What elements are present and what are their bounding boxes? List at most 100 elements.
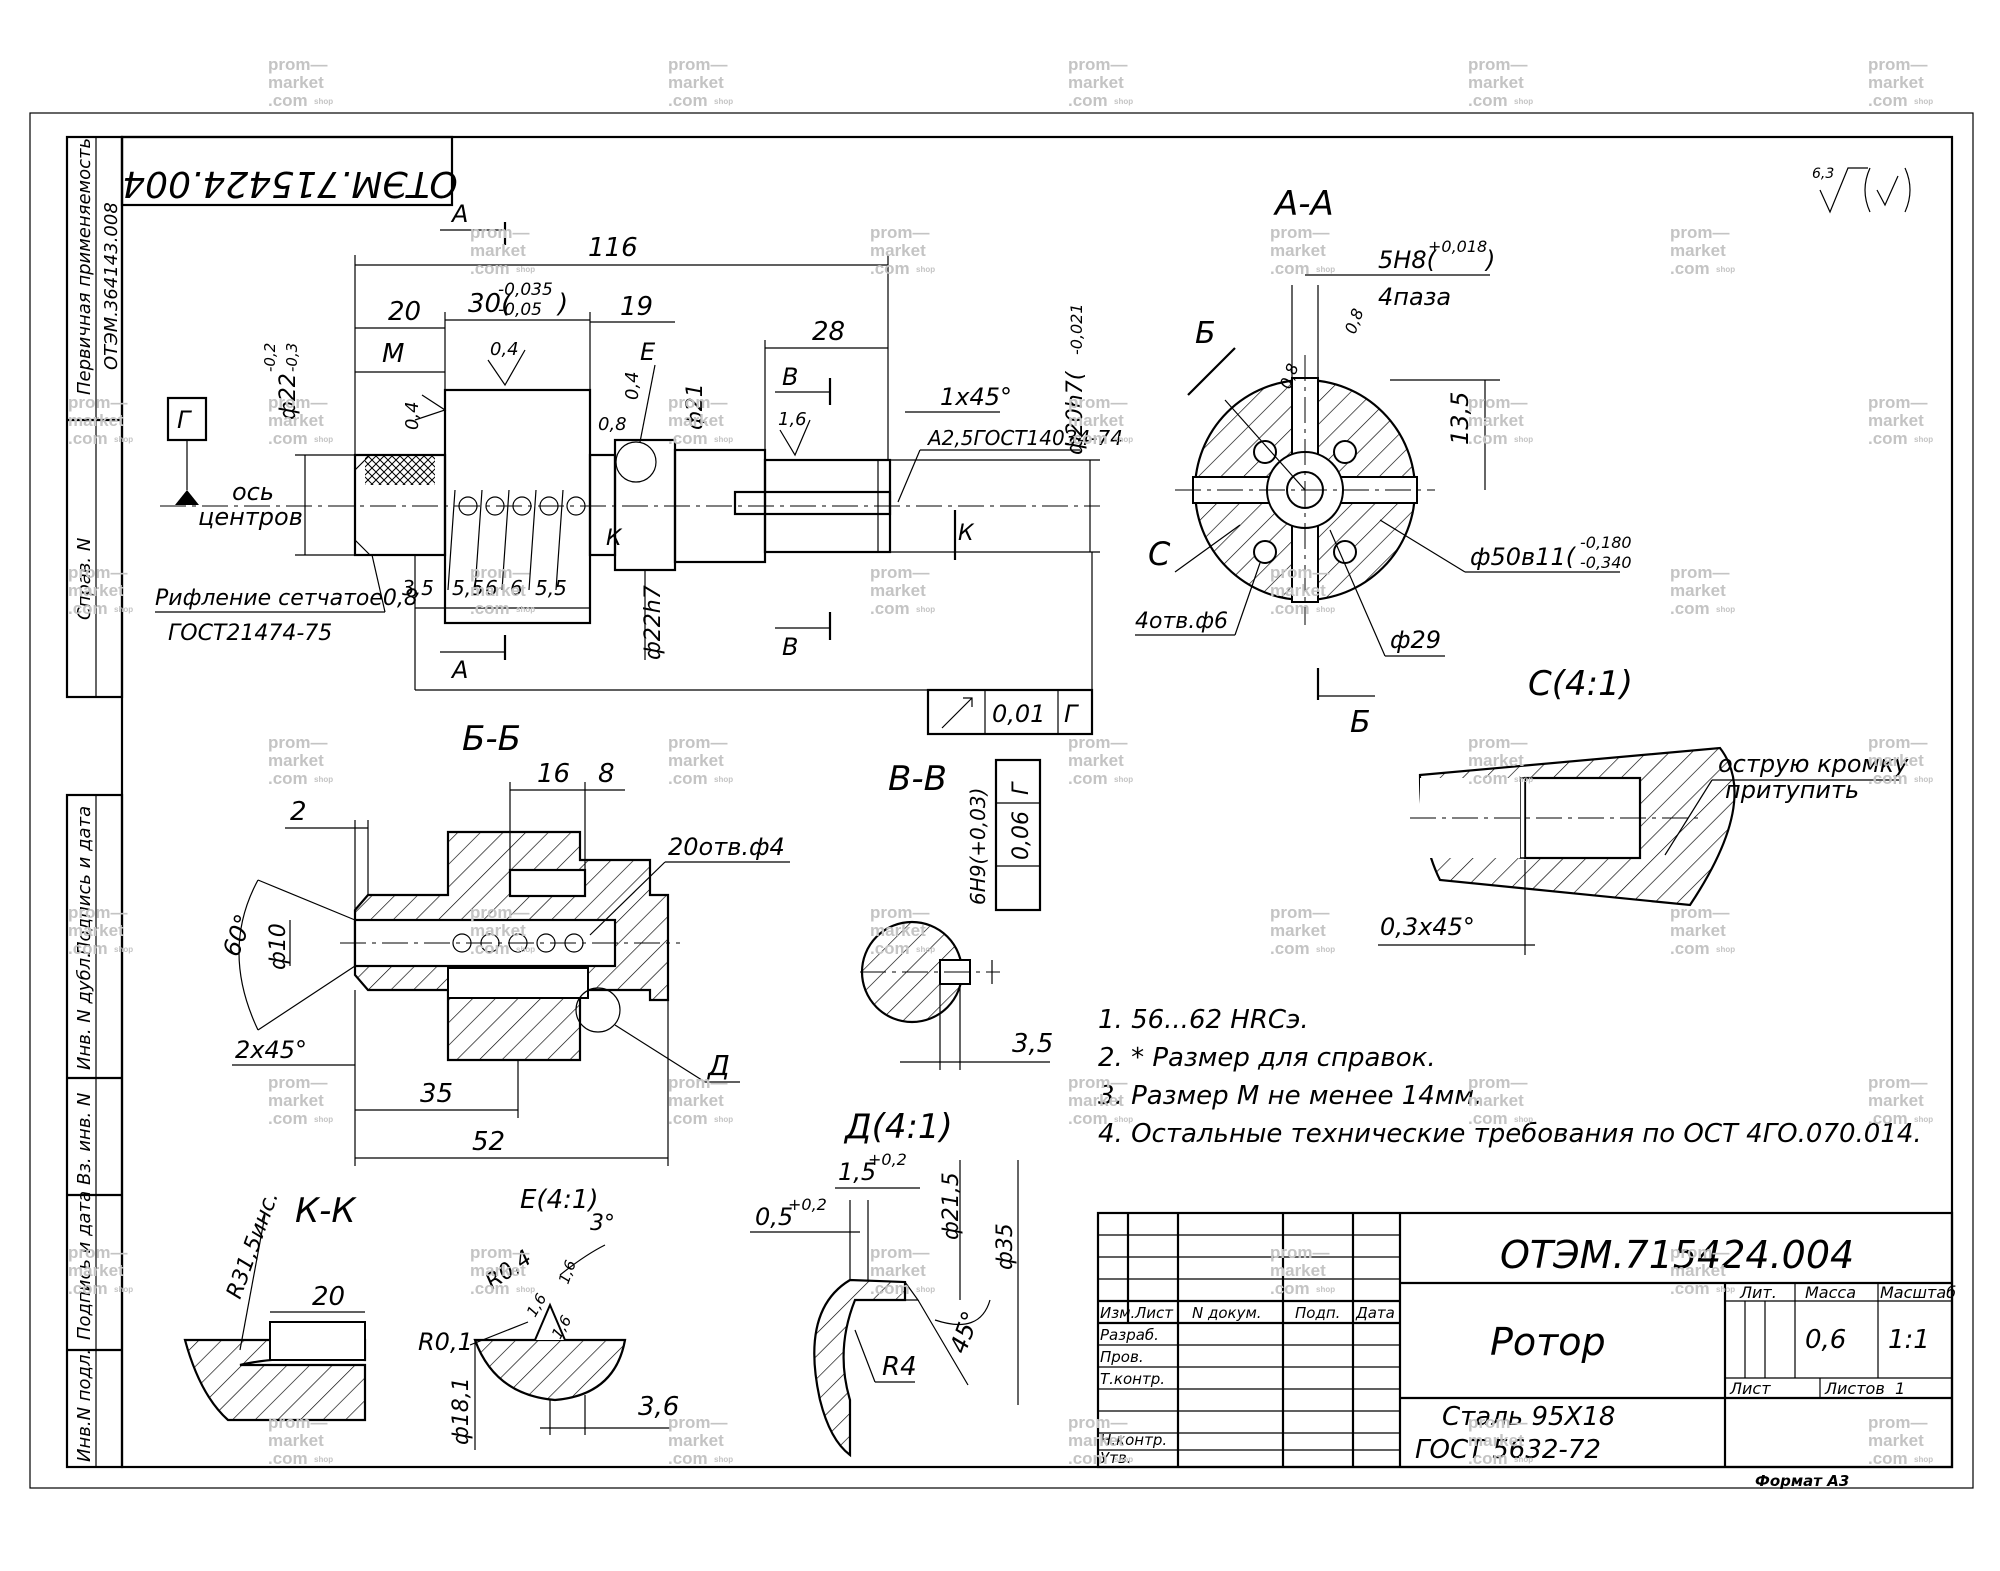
svg-text:market: market — [1068, 1091, 1124, 1110]
tb-col-list: Лист — [1134, 1304, 1174, 1322]
dim-6b: 6 — [510, 576, 523, 600]
svg-text:.com: .com — [870, 1279, 910, 1298]
bb-holes-label: 20отв.ф4 — [668, 833, 785, 861]
svg-text:market: market — [1068, 411, 1124, 430]
svg-text:market: market — [1868, 73, 1924, 92]
svg-text:.com: .com — [1270, 599, 1310, 618]
svg-text:market: market — [1670, 241, 1726, 260]
svg-text:.com: .com — [1068, 429, 1108, 448]
vv-d35: 3,5 — [1012, 1029, 1053, 1059]
bb-d52: 52 — [472, 1127, 505, 1157]
svg-text:market: market — [268, 73, 324, 92]
tb-massa: Масса — [1805, 1283, 1856, 1302]
dim-centerhole: А2,5ГОСТ14034-74 — [926, 426, 1123, 450]
svg-text:.com: .com — [268, 769, 308, 788]
svg-text:.com: .com — [68, 429, 108, 448]
ee-a3: 3° — [590, 1211, 615, 1236]
svg-text:market: market — [1868, 751, 1924, 770]
svg-text:shop: shop — [1114, 1455, 1133, 1464]
svg-text:prom—: prom— — [1068, 1073, 1128, 1092]
svg-text:prom—: prom— — [268, 393, 328, 412]
tb-row-razrab: Разраб. — [1100, 1326, 1159, 1344]
svg-text:shop: shop — [714, 97, 733, 106]
dd-d15-tol: +0,2 — [868, 1150, 907, 1169]
bb-detD: Д — [706, 1049, 730, 1082]
svg-text:shop: shop — [516, 265, 535, 274]
svg-text:shop: shop — [1316, 1285, 1335, 1294]
tb-material-1: Сталь 95Х18 — [1442, 1402, 1615, 1432]
svg-text:.com: .com — [1270, 939, 1310, 958]
svg-text:prom—: prom— — [1868, 55, 1928, 74]
svg-text:.com: .com — [1468, 769, 1508, 788]
sec-B-top: В — [782, 363, 798, 391]
side-inv-dubl: Инв. N дубл. — [74, 952, 95, 1070]
main-holes — [447, 489, 586, 591]
svg-text:market: market — [268, 751, 324, 770]
view-c: С(4:1) острую кромку притупить 0,3х45° — [1378, 664, 1909, 955]
rough-04b: 0,4 — [402, 401, 423, 430]
svg-text:shop: shop — [114, 605, 133, 614]
svg-text:.com: .com — [1068, 769, 1108, 788]
svg-text:shop: shop — [1514, 1115, 1533, 1124]
svg-text:prom—: prom— — [668, 393, 728, 412]
roughness-value: 6,3 — [1812, 166, 1834, 182]
main-dimensions: 116 20 30( -0,035 -0,05 ) 19 28 М Е А А — [155, 200, 1123, 736]
sec-K: К — [606, 526, 623, 551]
aa-d50: ф50в11( — [1470, 543, 1577, 571]
svg-text:prom—: prom— — [1068, 55, 1128, 74]
svg-text:market: market — [1270, 921, 1326, 940]
svg-text:.com: .com — [1868, 429, 1908, 448]
svg-text:shop: shop — [516, 945, 535, 954]
dim-d20h7-tol: -0,021 — [1067, 303, 1086, 355]
svg-text:.com: .com — [870, 939, 910, 958]
svg-text:prom—: prom— — [1468, 1413, 1528, 1432]
svg-text:.com: .com — [1068, 91, 1108, 110]
svg-text:shop: shop — [916, 1285, 935, 1294]
svg-text:shop: shop — [1514, 97, 1533, 106]
svg-text:.com: .com — [1468, 429, 1508, 448]
knurl-note-1: Рифление сетчатое0,8 — [155, 586, 418, 611]
top-designation: ОТЭМ.715424.004 — [122, 163, 458, 204]
dim-20: 20 — [388, 297, 421, 327]
svg-text:.com: .com — [1670, 259, 1710, 278]
dim-55b: 5,5 — [535, 576, 567, 600]
dim-d21: ф21 — [683, 383, 708, 430]
side-sprav: Справ. N — [74, 538, 95, 620]
view-e: Е(4:1) R0,4 R0,1 3° 1,6 1,6 1,6 ф18,1 3,… — [418, 1185, 679, 1450]
svg-text:market: market — [1468, 751, 1524, 770]
tb-listov: Листов — [1824, 1379, 1885, 1398]
svg-text:shop: shop — [1514, 1455, 1533, 1464]
svg-text:.com: .com — [870, 259, 910, 278]
svg-text:market: market — [268, 1431, 324, 1450]
dim-35: 3,5 — [402, 576, 434, 600]
svg-text:.com: .com — [1468, 1449, 1508, 1468]
svg-text:market: market — [470, 241, 526, 260]
svg-text:shop: shop — [314, 775, 333, 784]
svg-text:market: market — [470, 921, 526, 940]
svg-text:shop: shop — [314, 97, 333, 106]
dim-6a: 6 — [485, 576, 498, 600]
svg-text:.com: .com — [1670, 939, 1710, 958]
ee-r01: R0,1 — [418, 1328, 473, 1356]
svg-text:.com: .com — [470, 599, 510, 618]
svg-text:.com: .com — [668, 1109, 708, 1128]
svg-text:market: market — [1670, 581, 1726, 600]
svg-text:.com: .com — [1868, 769, 1908, 788]
kk-title: К-К — [295, 1191, 357, 1231]
svg-text:market: market — [470, 581, 526, 600]
svg-text:market: market — [1670, 921, 1726, 940]
svg-text:shop: shop — [314, 1115, 333, 1124]
vv-tol: 0,06 — [1009, 811, 1034, 860]
side-podp-data-1: Подпись и дата — [74, 806, 95, 955]
svg-text:market: market — [1468, 1431, 1524, 1450]
